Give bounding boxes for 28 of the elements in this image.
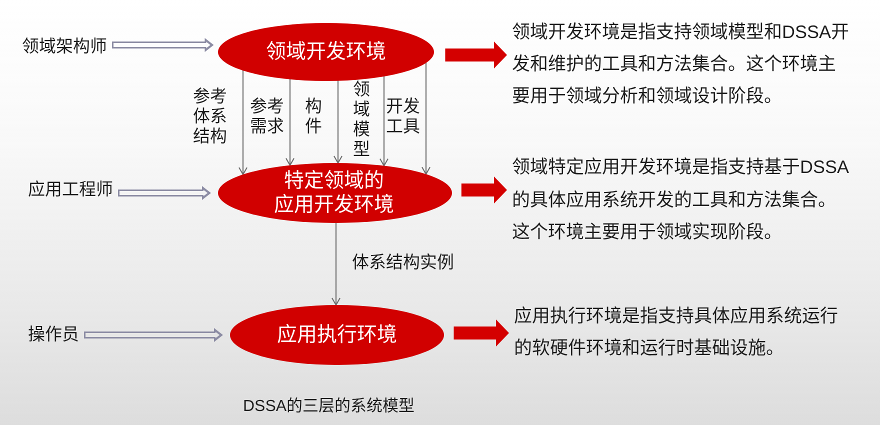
block-arrow	[461, 176, 507, 204]
ellipse: 特定领域的应用开发环境	[218, 163, 452, 223]
outline-arrow	[112, 38, 214, 52]
ellipse: 应用执行环境	[230, 305, 444, 365]
edge-label: 领域模型	[353, 80, 371, 160]
edge-label: 体系结构实例	[352, 253, 454, 273]
ellipse: 领域开发环境	[218, 22, 434, 80]
description-text: 领域特定应用开发环境是指支持基于DSSA的具体应用系统开发的工具和方法集合。这个环境主要用于领域实现阶段。	[512, 151, 852, 248]
caption: DSSA的三层的系统模型	[243, 397, 415, 417]
edge-label: 开发工具	[386, 97, 421, 137]
description-text: 应用执行环境是指支持具体应用系统运行的软硬件环境和运行时基础设施。	[514, 300, 854, 364]
description-text: 领域开发环境是指支持领域模型和DSSA开发和维护的工具和方法集合。这个环境主要用于领域分析和领域设计阶段。	[512, 16, 852, 112]
edge-label: 构件	[305, 97, 323, 137]
arrow	[379, 76, 389, 166]
outline-arrow	[84, 328, 223, 342]
arrow	[238, 70, 248, 176]
arrow	[421, 62, 431, 175]
edge-label: 参考体系结构	[193, 87, 228, 147]
block-arrow	[445, 42, 507, 68]
arrow	[331, 223, 341, 306]
block-arrow	[454, 320, 509, 346]
edge-label: 参考需求	[250, 97, 285, 137]
outline-arrow	[118, 186, 211, 200]
role-label: 应用工程师	[28, 179, 113, 201]
arrow	[285, 78, 295, 166]
role-label: 领域架构师	[22, 36, 107, 58]
arrow	[333, 80, 343, 164]
role-label: 操作员	[28, 324, 79, 346]
